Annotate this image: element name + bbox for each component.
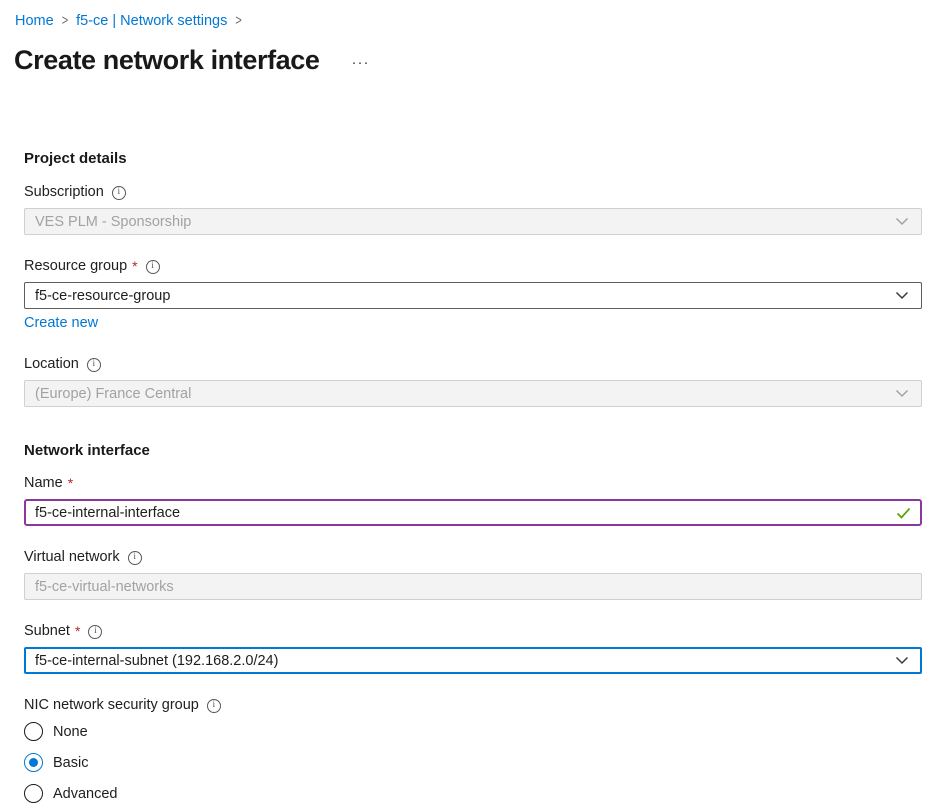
resource-group-dropdown[interactable]: f5-ce-resource-group: [24, 282, 922, 309]
chevron-down-icon: [895, 217, 909, 226]
create-new-link[interactable]: Create new: [24, 315, 99, 331]
field-name: Name *: [24, 475, 922, 526]
required-marker: *: [132, 258, 138, 274]
breadcrumb: Home > f5-ce | Network settings >: [0, 0, 936, 31]
radio-icon[interactable]: [24, 753, 43, 772]
virtual-network-value: f5-ce-virtual-networks: [35, 578, 174, 595]
breadcrumb-link-home[interactable]: Home: [15, 12, 54, 29]
more-actions-icon[interactable]: ···: [351, 53, 370, 71]
subnet-label: Subnet: [24, 623, 70, 639]
subnet-dropdown[interactable]: f5-ce-internal-subnet (192.168.2.0/24): [24, 647, 922, 674]
radio-label: Advanced: [53, 785, 118, 802]
subscription-dropdown: VES PLM - Sponsorship: [24, 208, 922, 235]
radio-option-none[interactable]: None: [24, 722, 224, 741]
info-icon[interactable]: [206, 698, 221, 713]
info-icon[interactable]: [88, 624, 103, 639]
required-marker: *: [67, 475, 74, 491]
virtual-network-label: Virtual network: [24, 549, 120, 565]
radio-icon[interactable]: [24, 784, 43, 803]
info-icon[interactable]: [111, 185, 126, 200]
breadcrumb-separator-icon: >: [235, 12, 242, 29]
field-subscription: Subscription VES PLM - Sponsorship: [24, 184, 922, 235]
nic-nsg-label: NIC network security group: [24, 697, 199, 713]
resource-group-value: f5-ce-resource-group: [35, 287, 171, 304]
location-value: (Europe) France Central: [35, 385, 192, 402]
page-title: Create network interface: [14, 45, 320, 75]
field-location: Location (Europe) France Central: [24, 356, 922, 407]
radio-label: None: [53, 723, 88, 740]
form: Project details Subscription VES PLM - S…: [0, 150, 936, 803]
chevron-down-icon: [895, 656, 909, 665]
valid-check-icon: [896, 507, 911, 519]
field-subnet: Subnet * f5-ce-internal-subnet (192.168.…: [24, 623, 922, 674]
location-dropdown: (Europe) France Central: [24, 380, 922, 407]
section-heading-network-interface: Network interface: [24, 442, 150, 459]
virtual-network-field: f5-ce-virtual-networks: [24, 573, 922, 600]
info-icon[interactable]: [145, 259, 160, 274]
radio-option-advanced[interactable]: Advanced: [24, 784, 224, 803]
field-resource-group: Resource group * f5-ce-resource-group Cr…: [24, 258, 922, 356]
field-virtual-network: Virtual network f5-ce-virtual-networks: [24, 549, 922, 600]
required-marker: *: [74, 623, 81, 639]
subscription-value: VES PLM - Sponsorship: [35, 213, 192, 230]
chevron-down-icon: [895, 291, 909, 300]
location-label: Location: [24, 356, 79, 372]
resource-group-label: Resource group: [24, 258, 128, 274]
radio-option-basic[interactable]: Basic: [24, 753, 224, 772]
section-heading-project-details: Project details: [24, 150, 127, 167]
radio-icon[interactable]: [24, 722, 43, 741]
chevron-down-icon: [895, 389, 909, 398]
info-icon[interactable]: [127, 550, 142, 565]
name-input[interactable]: [35, 504, 896, 521]
radio-label: Basic: [53, 754, 89, 771]
breadcrumb-link-network-settings[interactable]: f5-ce | Network settings: [76, 12, 228, 29]
info-icon[interactable]: [86, 357, 101, 372]
field-nic-nsg: NIC network security group None Basic Ad…: [24, 697, 922, 803]
breadcrumb-separator-icon: >: [61, 12, 69, 29]
subnet-value: f5-ce-internal-subnet (192.168.2.0/24): [35, 652, 279, 669]
name-label: Name: [24, 475, 63, 491]
name-input-wrapper: [24, 499, 922, 526]
subscription-label: Subscription: [24, 184, 104, 200]
nic-nsg-radio-group: None Basic Advanced: [24, 722, 922, 803]
